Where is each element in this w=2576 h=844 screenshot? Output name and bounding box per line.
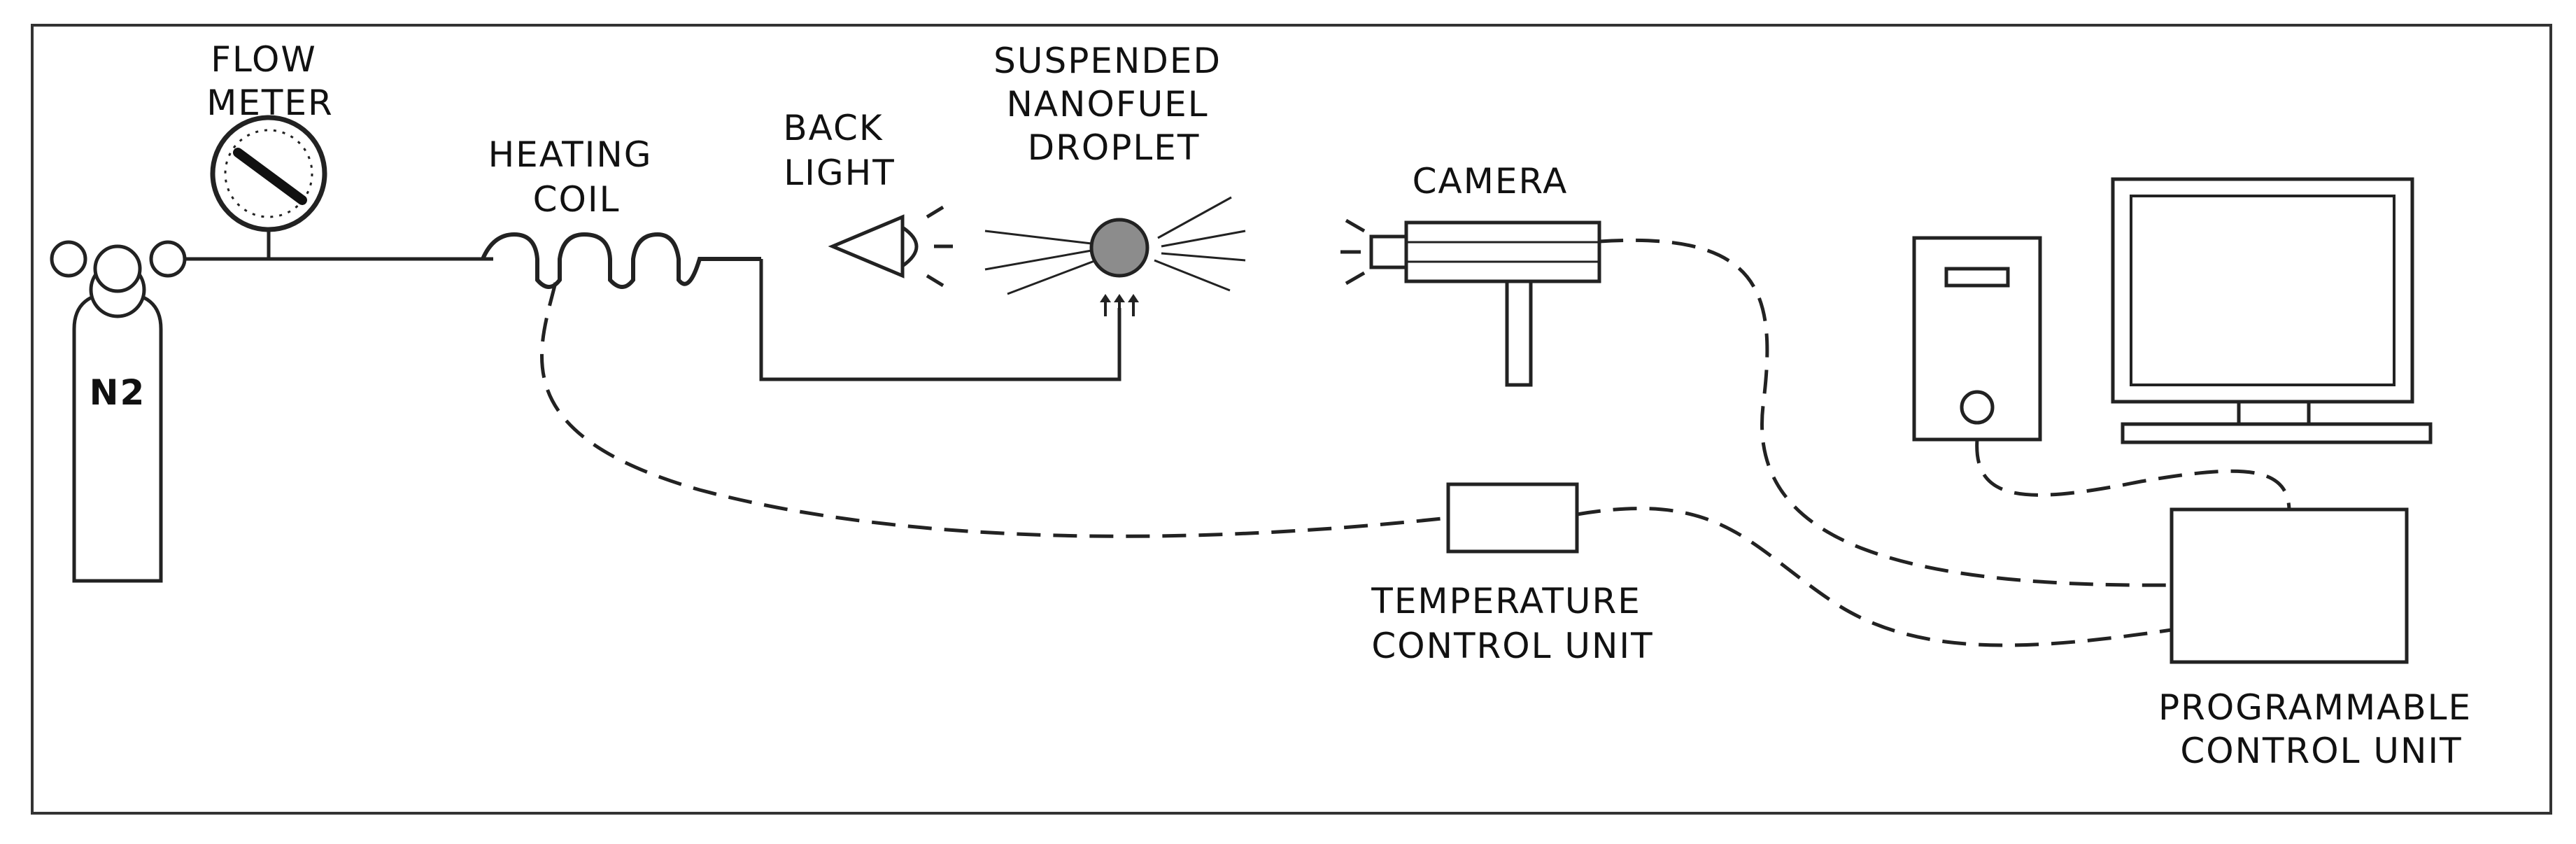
programmable-control-unit-label: PROGRAMMABLE CONTROL UNIT bbox=[2158, 687, 2484, 771]
camera: CAMERA bbox=[1340, 161, 1601, 387]
droplet-label: SUSPENDED NANOFUEL DROPLET bbox=[993, 41, 1234, 168]
suspended-droplet: SUSPENDED NANOFUEL DROPLET bbox=[984, 41, 1246, 316]
n2-cylinder: N2 bbox=[50, 240, 187, 583]
heating-coil: HEATING COIL bbox=[481, 134, 761, 289]
nanofuel-droplet bbox=[1089, 218, 1149, 278]
back-light-label: BACK LIGHT bbox=[783, 108, 896, 193]
cable-computer-to-control-unit bbox=[1975, 439, 2291, 510]
flow-meter-needle bbox=[233, 148, 307, 205]
temperature-control-unit: TEMPERATURE CONTROL UNIT bbox=[1371, 482, 1653, 666]
temperature-control-unit-label: TEMPERATURE CONTROL UNIT bbox=[1371, 581, 1653, 666]
cable-coil-to-temperature-unit bbox=[540, 282, 1449, 538]
heating-coil-label: HEATING COIL bbox=[488, 134, 665, 220]
hot-gas-line bbox=[759, 259, 1121, 381]
back-light: BACK LIGHT bbox=[783, 108, 953, 288]
computer-monitor bbox=[2111, 177, 2414, 404]
cable-camera-to-control-unit bbox=[1599, 238, 2172, 587]
cable-temperature-to-control-unit bbox=[1576, 507, 2172, 647]
flow-meter-label: FLOW METER bbox=[206, 39, 334, 123]
camera-label: CAMERA bbox=[1413, 161, 1569, 202]
n2-label: N2 bbox=[90, 372, 146, 413]
diagram-frame bbox=[31, 24, 2552, 815]
computer bbox=[1912, 177, 2433, 444]
flow-meter: FLOW METER bbox=[206, 39, 334, 259]
programmable-control-unit: PROGRAMMABLE CONTROL UNIT bbox=[2158, 507, 2484, 771]
